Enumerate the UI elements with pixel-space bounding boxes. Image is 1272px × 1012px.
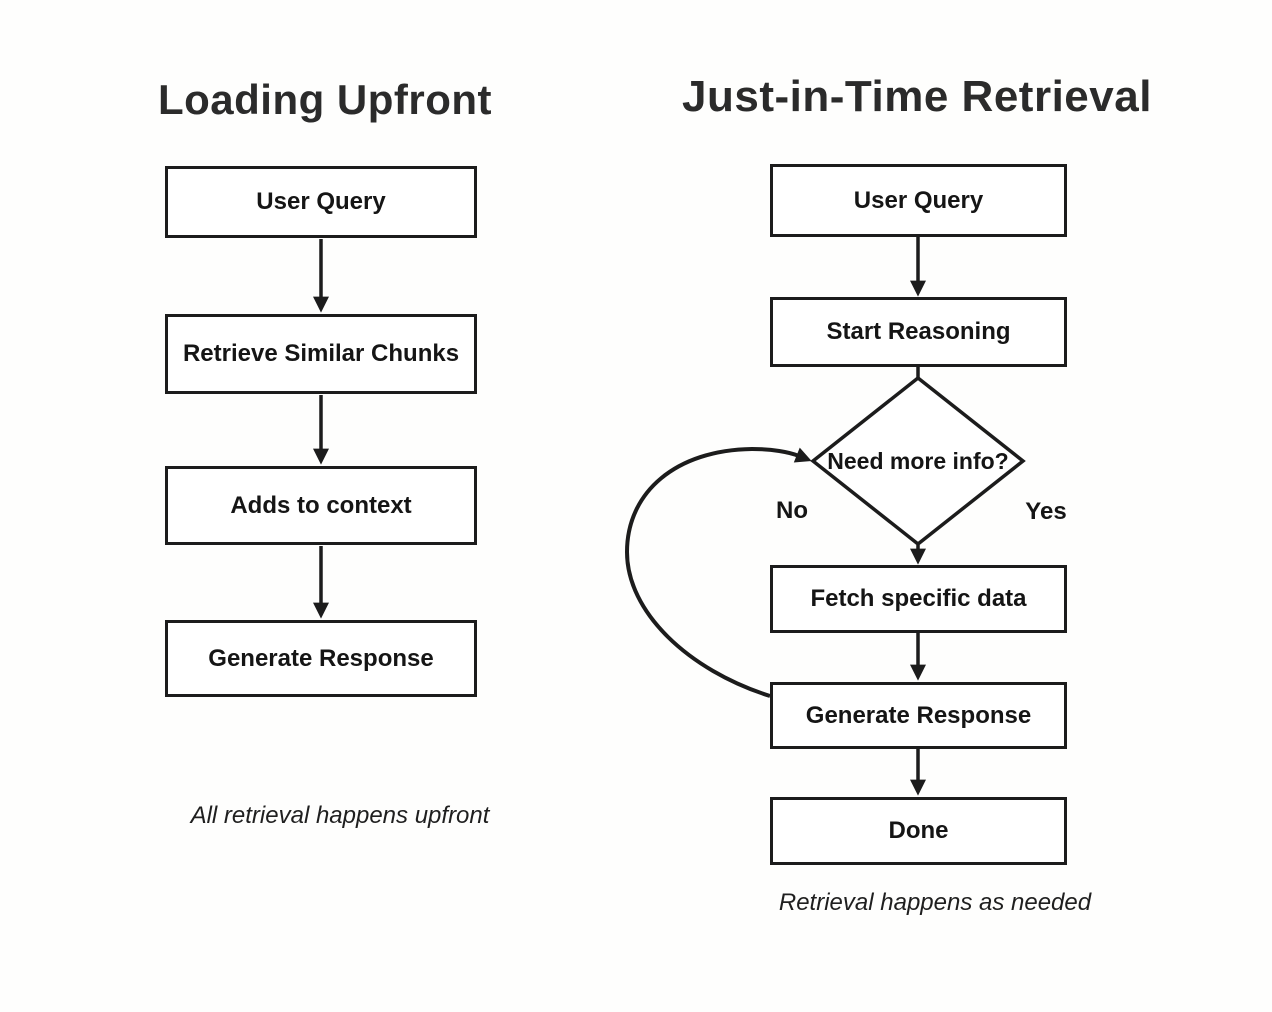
flow-node-start-reasoning: Start Reasoning bbox=[770, 297, 1067, 367]
flow-node-generate-response-right: Generate Response bbox=[770, 682, 1067, 749]
left-panel-caption: All retrieval happens upfront bbox=[190, 802, 490, 829]
flow-node-generate-response-left: Generate Response bbox=[165, 620, 477, 697]
branch-label-no: No bbox=[776, 497, 808, 524]
branch-label-yes: Yes bbox=[1025, 498, 1067, 525]
flow-node-done: Done bbox=[770, 797, 1067, 865]
left-panel-title: Loading Upfront bbox=[157, 76, 493, 123]
flow-node-adds-to-context: Adds to context bbox=[165, 466, 477, 545]
flow-node-fetch-specific-data: Fetch specific data bbox=[770, 565, 1067, 633]
loopback-arrow bbox=[624, 446, 812, 698]
flow-node-user-query-right: User Query bbox=[770, 164, 1067, 237]
right-panel-caption: Retrieval happens as needed bbox=[778, 889, 1092, 916]
decision-diamond bbox=[810, 375, 1026, 547]
flow-node-retrieve-similar-chunks: Retrieve Similar Chunks bbox=[165, 314, 477, 394]
flow-node-user-query-left: User Query bbox=[165, 166, 477, 238]
right-panel-title: Just-in-Time Retrieval bbox=[682, 72, 1152, 121]
decision-label: Need more info? bbox=[827, 448, 1009, 474]
